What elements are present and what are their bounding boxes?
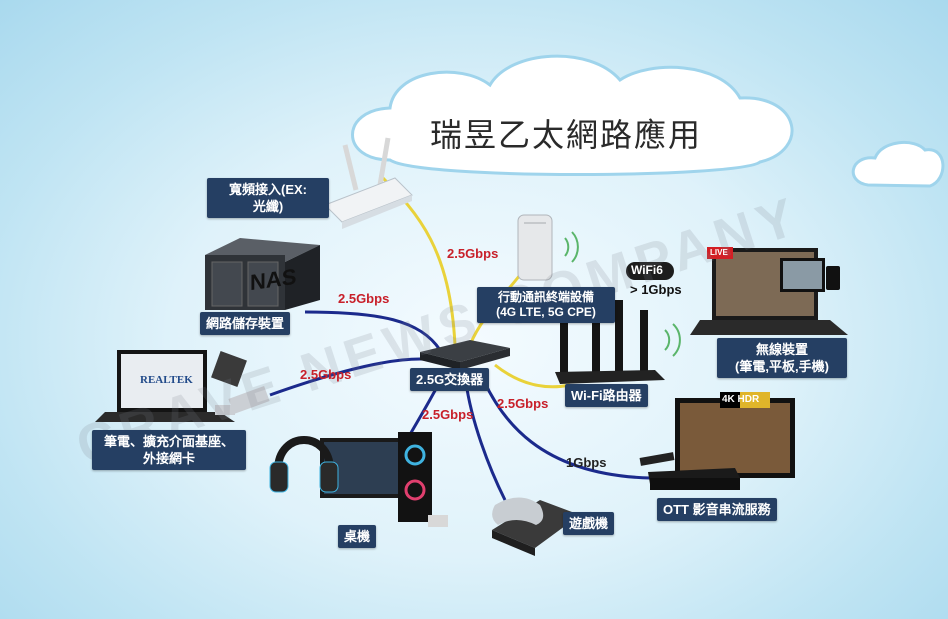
cellular-cpe-device — [517, 214, 579, 281]
desktop-label: 桌機 — [338, 525, 377, 548]
wifi-router-label: Wi-Fi路由器 — [565, 384, 648, 407]
desktop-device — [269, 432, 448, 527]
cellular-label: 行動通訊終端設備 (4G LTE, 5G CPE) — [477, 287, 615, 323]
ott-tv-device — [675, 392, 795, 478]
speed-laptop: 2.5Gbps — [300, 367, 352, 382]
diagram-title: 瑞昱乙太網路應用 — [430, 116, 703, 154]
title-cloud — [351, 54, 794, 176]
cable-nas — [304, 310, 442, 351]
ott-box-device — [639, 452, 740, 490]
broadband-label: 寬頻接入(EX: 光纖) — [207, 178, 329, 218]
switch-device — [420, 340, 510, 370]
usb-adapter-device — [211, 351, 270, 415]
speed-nas: 2.5Gbps — [338, 291, 390, 306]
wireless-label: 無線裝置 (筆電,平板,手機) — [717, 338, 847, 378]
side-cloud — [851, 140, 945, 188]
wireless-laptop-device — [690, 247, 848, 335]
realtek-badge: REALTEK — [140, 374, 193, 386]
hdr-badge: 4K HDR — [722, 394, 760, 405]
speed-broadband: 2.5Gbps — [447, 246, 499, 261]
ott-label: OTT 影音串流服務 — [657, 498, 777, 521]
wifi6-speed: > 1Gbps — [630, 282, 682, 297]
console-label: 遊戲機 — [563, 512, 615, 535]
wifi-router-device — [555, 292, 681, 384]
wifi6-badge-icon — [626, 262, 674, 280]
wifi6-badge-label: WiFi6 — [631, 263, 663, 277]
cable-console — [463, 374, 507, 501]
game-console-device — [492, 497, 580, 556]
modem-device — [324, 137, 413, 229]
speed-ott: 1Gbps — [566, 455, 607, 470]
laptop-device — [95, 350, 235, 422]
switch-label: 2.5G交換器 — [410, 368, 490, 391]
nas-device — [205, 238, 320, 310]
laptop-nic-label: 筆電、擴充介面基座、 外接網卡 — [92, 430, 246, 470]
speed-router: 2.5Gbps — [497, 396, 549, 411]
nas-label: 網路儲存裝置 — [200, 312, 291, 335]
live-badge: LIVE — [710, 248, 728, 257]
speed-desktop: 2.5Gbps — [422, 407, 474, 422]
cable-router — [494, 363, 571, 389]
